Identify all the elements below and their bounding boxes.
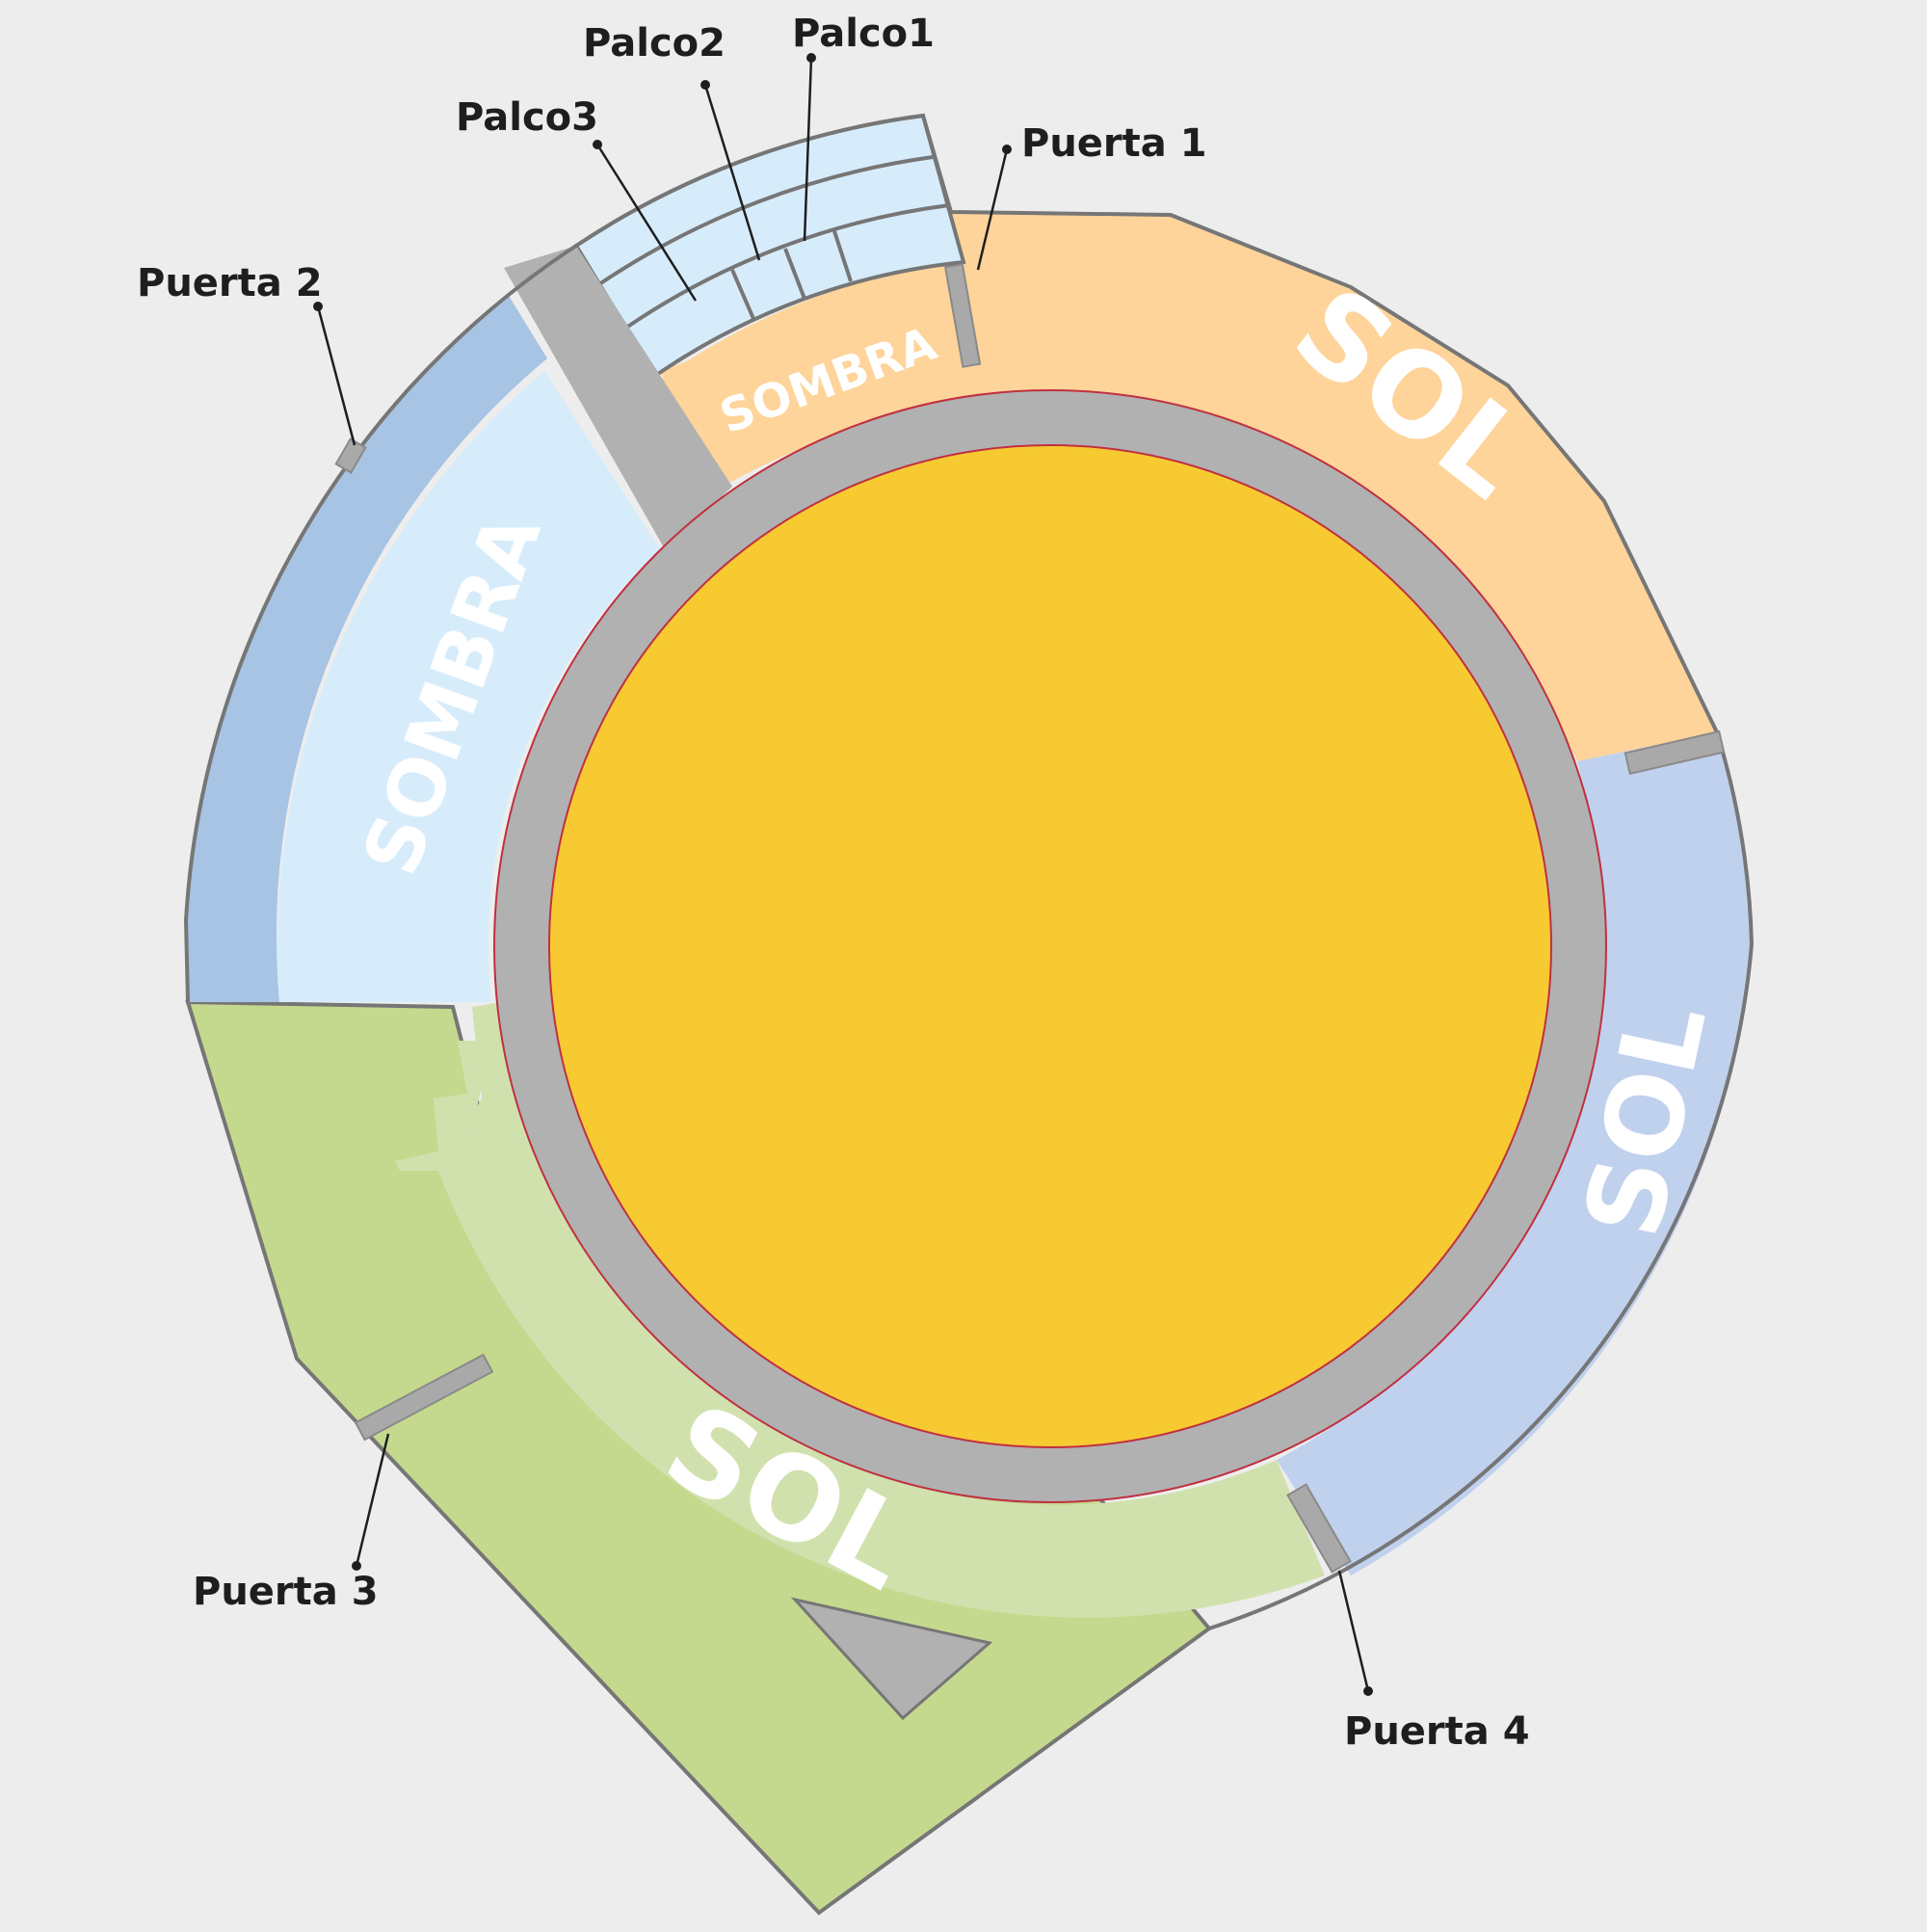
puerta-4-gate[interactable]: [1286, 1483, 1352, 1574]
puerta3-leader: [355, 1433, 390, 1567]
east-gate[interactable]: [1623, 729, 1726, 776]
palco1-dot: [806, 53, 816, 63]
puerta1-leader: [976, 148, 1009, 271]
palco2-dot: [700, 80, 710, 90]
sombra-north-area[interactable]: [661, 262, 964, 487]
palco3-label: Palco3: [456, 95, 598, 140]
outer-outline: [183, 113, 1755, 1630]
puerta2-leader: [316, 305, 356, 446]
puerta4-dot: [1363, 1686, 1373, 1696]
arena[interactable]: [548, 444, 1552, 1448]
puerta2-dot: [313, 302, 323, 311]
puerta-1-gate[interactable]: [943, 263, 982, 368]
puerta1-dot: [1002, 145, 1012, 154]
palco-divider-a: [730, 269, 756, 322]
puerta3-label: Puerta 3: [193, 1570, 379, 1614]
palco1-label: Palco1: [792, 12, 935, 56]
palco2-label: Palco2: [583, 21, 726, 66]
northwest-passage: [504, 246, 732, 549]
palco-divider-b: [783, 248, 806, 300]
palco-row-divider-2: [624, 203, 950, 330]
stepped-edge: [395, 1002, 501, 1171]
sombra-west-inner-band[interactable]: [277, 371, 660, 1002]
puerta-3-gate[interactable]: [354, 1353, 494, 1442]
palco-row-divider-1: [597, 155, 934, 286]
palco-divider-c: [832, 230, 853, 282]
palco3-dot: [593, 140, 602, 149]
palco3-leader: [595, 144, 698, 302]
palco1-leader: [803, 57, 813, 242]
puerta1-label: Puerta 1: [1021, 121, 1207, 166]
puerta2-label: Puerta 2: [137, 261, 323, 305]
corral-triangle: [790, 1597, 993, 1721]
puerta4-label: Puerta 4: [1344, 1709, 1530, 1754]
puerta-2-gate[interactable]: [334, 437, 367, 474]
puerta3-dot: [352, 1561, 361, 1571]
palco2-leader: [703, 84, 761, 261]
sol-south-inner-band[interactable]: [438, 1002, 1325, 1618]
sol-east-area[interactable]: [1277, 732, 1752, 1575]
sombra-west-outer-band[interactable]: [186, 296, 547, 1002]
puerta4-leader: [1337, 1570, 1370, 1692]
